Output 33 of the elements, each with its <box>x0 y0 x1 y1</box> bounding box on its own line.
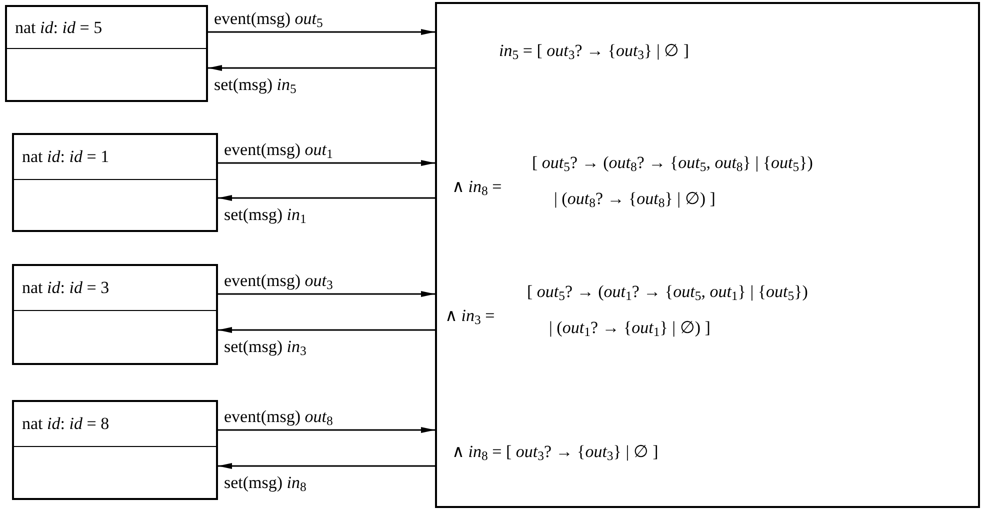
class-heading: nat id: id = 3 <box>22 277 110 300</box>
arrow <box>218 291 435 297</box>
edge-label: set(msg) in$_{8}$ <box>224 474 306 491</box>
arrow <box>218 195 435 201</box>
equation: ∧ in$_{3}$ = <box>445 305 495 328</box>
arrow <box>218 463 435 469</box>
equation: ∧ in$_{8}$ = <box>452 176 502 200</box>
edge-label: event(msg) out$_{3}$ <box>224 272 333 289</box>
class-heading: nat id: id = 1 <box>22 146 110 168</box>
edge-label: event(msg) out$_{5}$ <box>214 10 323 27</box>
edge-label: set(msg) in$_{3}$ <box>224 338 306 355</box>
class-heading: nat id: id = 8 <box>22 413 110 436</box>
equation: in$_{5}$ = [ out$_{3}$? → {out$_{3}$} | ∅ ] <box>499 40 690 64</box>
equation: | (out$_{1}$? → {out$_{1}$} | ∅) ] <box>549 317 710 340</box>
edge-label: event(msg) out$_{1}$ <box>224 141 333 158</box>
equation: ∧ in$_{8}$ = [ out$_{3}$? → {out$_{3}$} | ∅ ] <box>452 441 658 464</box>
equations-box <box>435 2 980 508</box>
class-heading: nat id: id = 5 <box>15 16 102 39</box>
equation: [ out$_{5}$? → (out$_{1}$? → {out$_{5}$, out$_{1}$} | {out$_{5}$}) <box>527 281 808 304</box>
arrow <box>208 29 435 35</box>
equation: | (out$_{8}$? → {out$_{8}$} | ∅) ] <box>554 188 716 212</box>
edge-label: event(msg) out$_{8}$ <box>224 408 333 425</box>
class-box <box>5 5 208 102</box>
class-box <box>12 264 218 365</box>
class-box <box>12 400 218 500</box>
edge-label: set(msg) in$_{1}$ <box>224 206 306 223</box>
edge-label: set(msg) in$_{5}$ <box>214 76 296 93</box>
class-box <box>12 133 218 232</box>
arrow <box>208 65 435 71</box>
equation: [ out$_{5}$? → (out$_{8}$? → {out$_{5}$, out$_{8}$} | {out$_{5}$}) <box>532 152 813 176</box>
arrow <box>218 160 435 166</box>
arrow <box>218 427 435 433</box>
arrow <box>218 327 435 333</box>
